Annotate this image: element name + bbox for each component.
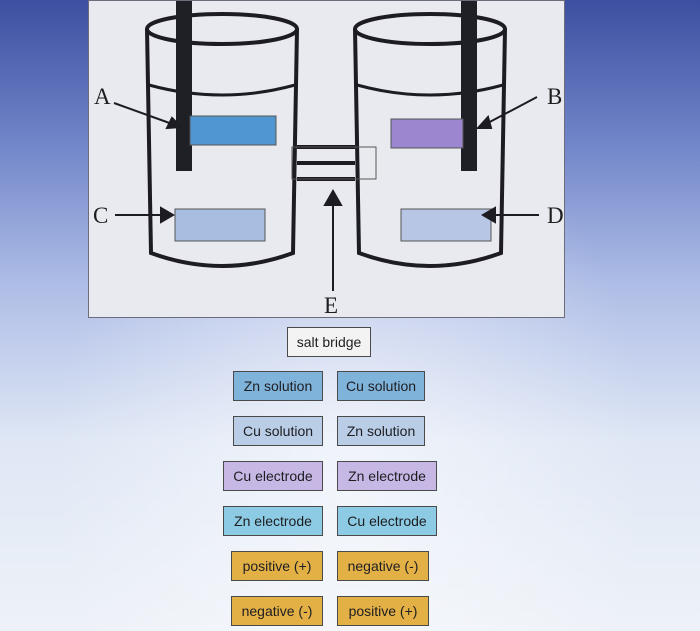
cell-drawing xyxy=(113,1,539,291)
label-b: B xyxy=(547,84,563,109)
chip-negative-2[interactable]: negative (-) xyxy=(231,596,323,626)
chip-zn-electrode-1[interactable]: Zn electrode xyxy=(337,461,437,491)
chip-zn-solution-2[interactable]: Zn solution xyxy=(337,416,425,446)
pointer-arrows xyxy=(113,96,539,291)
drop-zone-d[interactable] xyxy=(400,208,492,242)
drop-zone-c[interactable] xyxy=(174,208,266,242)
galvanic-cell-diagram: A B C D E xyxy=(88,0,565,318)
label-a: A xyxy=(94,84,111,109)
label-d: D xyxy=(547,203,564,228)
left-solution-surface xyxy=(148,83,296,97)
arrow-e-head xyxy=(323,188,343,206)
chip-cu-electrode-2[interactable]: Cu electrode xyxy=(337,506,437,536)
left-beaker-rim xyxy=(145,12,299,46)
salt-bridge xyxy=(297,145,355,181)
drop-zone-b[interactable] xyxy=(390,118,464,149)
label-c: C xyxy=(93,203,109,228)
chip-cu-solution-1[interactable]: Cu solution xyxy=(337,371,425,401)
chip-zn-solution-1[interactable]: Zn solution xyxy=(233,371,323,401)
left-beaker-body xyxy=(145,28,299,268)
chip-zn-electrode-2[interactable]: Zn electrode xyxy=(223,506,323,536)
arrow-a-head xyxy=(165,116,184,130)
chip-salt-bridge[interactable]: salt bridge xyxy=(287,327,371,357)
right-beaker-body xyxy=(353,28,507,268)
arrow-a xyxy=(113,102,176,126)
chip-cu-electrode-1[interactable]: Cu electrode xyxy=(223,461,323,491)
drop-zone-e xyxy=(291,146,377,180)
chip-negative-1[interactable]: negative (-) xyxy=(337,551,429,581)
right-beaker-rim xyxy=(353,12,507,46)
chip-positive-2[interactable]: positive (+) xyxy=(337,596,429,626)
arrow-c-head xyxy=(160,206,175,224)
chip-cu-solution-2[interactable]: Cu solution xyxy=(233,416,323,446)
left-beaker xyxy=(145,12,299,268)
right-electrode xyxy=(461,1,477,171)
arrow-b xyxy=(483,96,538,126)
left-electrode xyxy=(176,1,192,171)
label-e: E xyxy=(324,293,339,318)
right-solution-surface xyxy=(356,83,504,97)
right-beaker xyxy=(353,12,507,268)
arrow-d-head xyxy=(481,206,496,224)
chip-positive-1[interactable]: positive (+) xyxy=(231,551,323,581)
arrow-b-head xyxy=(475,114,493,129)
drop-zone-a[interactable] xyxy=(189,115,277,146)
